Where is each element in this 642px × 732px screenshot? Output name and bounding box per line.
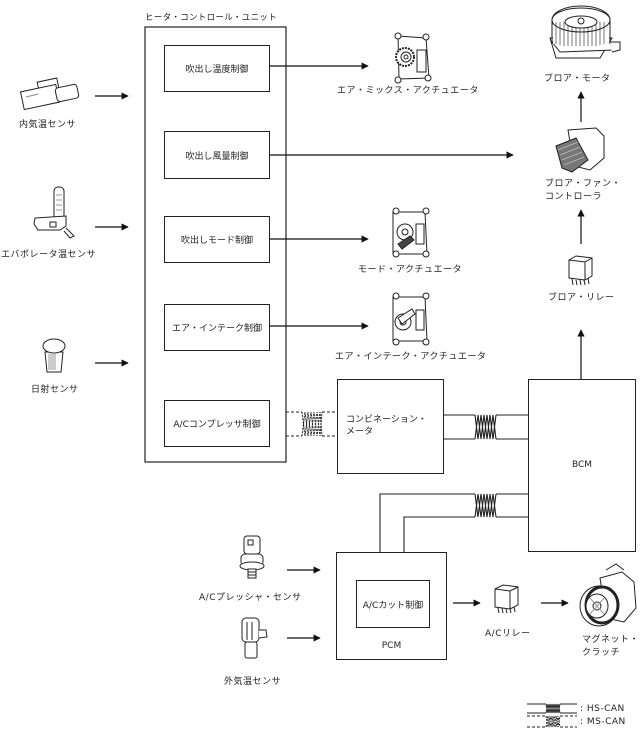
ac-relay-icon <box>494 584 519 614</box>
pcm-label: PCM <box>381 641 402 651</box>
ac-relay-label: A/Cリレー <box>485 629 531 639</box>
control-intake-label: エア・インテーク制御 <box>171 324 262 334</box>
ac-pressure-sensor-label: A/Cプレッシャ・センサ <box>199 593 302 603</box>
mode-actuator-icon <box>392 207 430 258</box>
cabin-temp-sensor-label: 内気温センサ <box>19 120 77 130</box>
combination-meter-label-1: コンビネーション・ <box>346 415 427 425</box>
evaporator-temp-sensor-label: エバポレータ温センサ <box>1 250 97 260</box>
control-temp: 吹出し温度制御 <box>164 45 270 92</box>
magnetic-clutch-label-1: マグネット・ <box>582 635 640 645</box>
ms-can-link <box>286 411 336 437</box>
intake-actuator-label: エア・インテーク・アクチュエータ <box>335 352 487 362</box>
blower-motor-label: ブロア・モータ <box>544 74 611 84</box>
legend-hs-can-symbol <box>527 703 577 714</box>
solar-sensor-label: 日射センサ <box>31 385 79 395</box>
ac-cut-control: A/Cカット制御 <box>356 580 430 628</box>
intake-actuator-icon <box>392 292 430 346</box>
ac-pressure-sensor-icon <box>239 535 265 579</box>
ambient-temp-sensor-icon <box>241 617 268 659</box>
blower-fan-controller-label-1: ブロア・ファン・ <box>545 179 622 189</box>
magnetic-clutch-label-2: クラッチ <box>582 648 621 658</box>
hs-can-link-meter-bcm <box>444 414 528 440</box>
bcm-label: BCM <box>571 460 593 470</box>
air-mix-actuator-label: エア・ミックス・アクチュエータ <box>337 86 479 96</box>
heater-control-unit-box <box>144 26 287 463</box>
combination-meter-box: コンビネーション・ メータ <box>337 379 444 474</box>
combination-meter-label-2: メータ <box>346 427 374 437</box>
fan-controller-icon <box>555 127 605 173</box>
hs-can-link-pcm-bcm <box>379 493 528 552</box>
mode-actuator-label: モード・アクチュエータ <box>358 265 463 275</box>
compressor-icon <box>579 563 637 627</box>
evaporator-temp-sensor-icon <box>33 186 75 239</box>
control-ac-compressor: A/Cコンプレッサ制御 <box>164 400 270 447</box>
control-mode: 吹出しモード制御 <box>164 216 270 263</box>
pcm-box: A/Cカット制御 PCM <box>336 552 447 660</box>
legend-ms-can-symbol <box>527 715 577 728</box>
blower-motor-icon <box>549 5 621 59</box>
control-temp-label: 吹出し温度制御 <box>185 65 249 75</box>
control-mode-label: 吹出しモード制御 <box>180 236 253 246</box>
blower-fan-controller-label-2: コントローラ <box>545 192 603 202</box>
bcm-box: BCM <box>528 379 636 552</box>
control-volume-label: 吹出し風量制御 <box>185 151 249 162</box>
solar-sensor-icon <box>42 338 66 373</box>
air-mix-actuator-icon <box>394 32 432 84</box>
control-volume: 吹出し風量制御 <box>164 131 270 179</box>
cabin-temp-sensor-icon <box>19 77 80 111</box>
ac-cut-control-label: A/Cカット制御 <box>362 600 424 611</box>
control-ac-compressor-label: A/Cコンプレッサ制御 <box>173 420 261 430</box>
ambient-temp-sensor-label: 外気温センサ <box>224 677 282 687</box>
blower-relay-label: ブロア・リレー <box>548 293 615 303</box>
legend-hs-can-label: : HS-CAN <box>580 704 625 714</box>
legend-ms-can-label: : MS-CAN <box>580 717 626 727</box>
heater-control-unit-label: ヒータ・コントロール・ユニット <box>145 13 278 23</box>
blower-relay-icon <box>568 255 593 286</box>
control-intake: エア・インテーク制御 <box>164 304 270 351</box>
